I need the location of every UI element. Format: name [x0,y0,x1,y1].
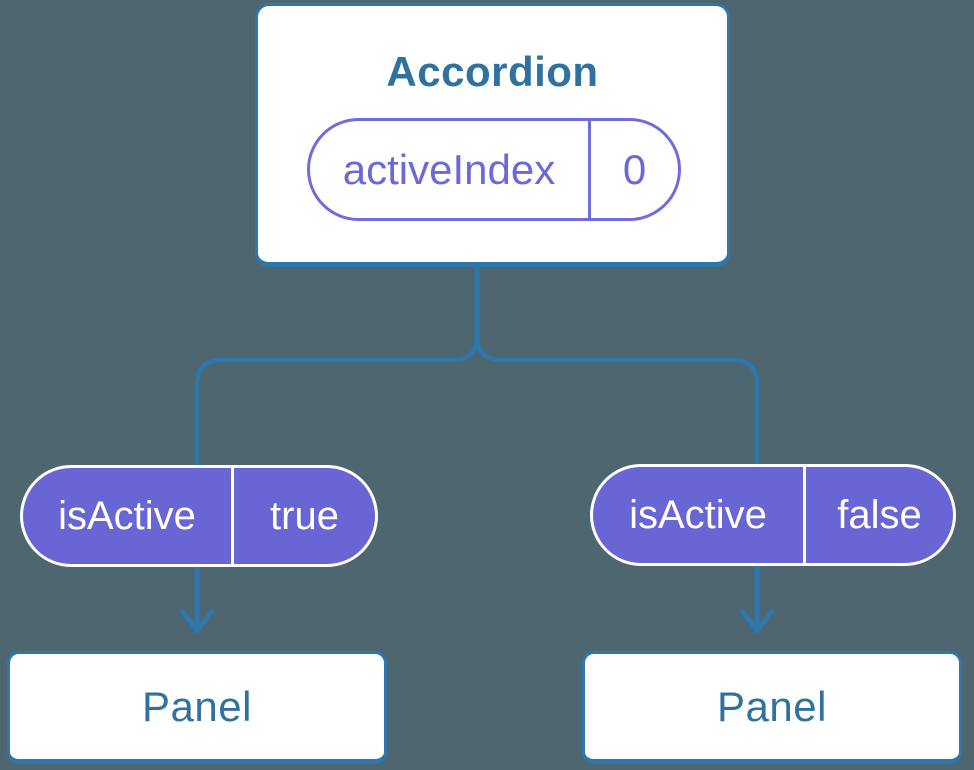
prop-pill-isactive-false: isActive false [590,464,956,566]
panel-card-left: Panel [7,651,387,764]
panel-title: Panel [142,682,252,730]
panel-title: Panel [717,682,827,730]
prop-pill-label: isActive [593,467,806,563]
state-pill-label: activeIndex [310,121,591,218]
prop-pill-isactive-true: isActive true [20,465,378,567]
prop-pill-value: false [837,492,922,537]
prop-pill-label: isActive [23,468,234,564]
panel-card-right: Panel [582,651,962,764]
prop-pill-value: true [270,493,339,538]
arrow-left [179,563,215,634]
accordion-component-card: Accordion activeIndex 0 [255,3,730,267]
arrow-right [739,563,775,634]
branch-left-line [194,264,480,468]
state-pill: activeIndex 0 [307,118,681,221]
component-title: Accordion [386,48,599,95]
state-pill-value: 0 [622,145,647,193]
branch-right-line [474,264,760,468]
